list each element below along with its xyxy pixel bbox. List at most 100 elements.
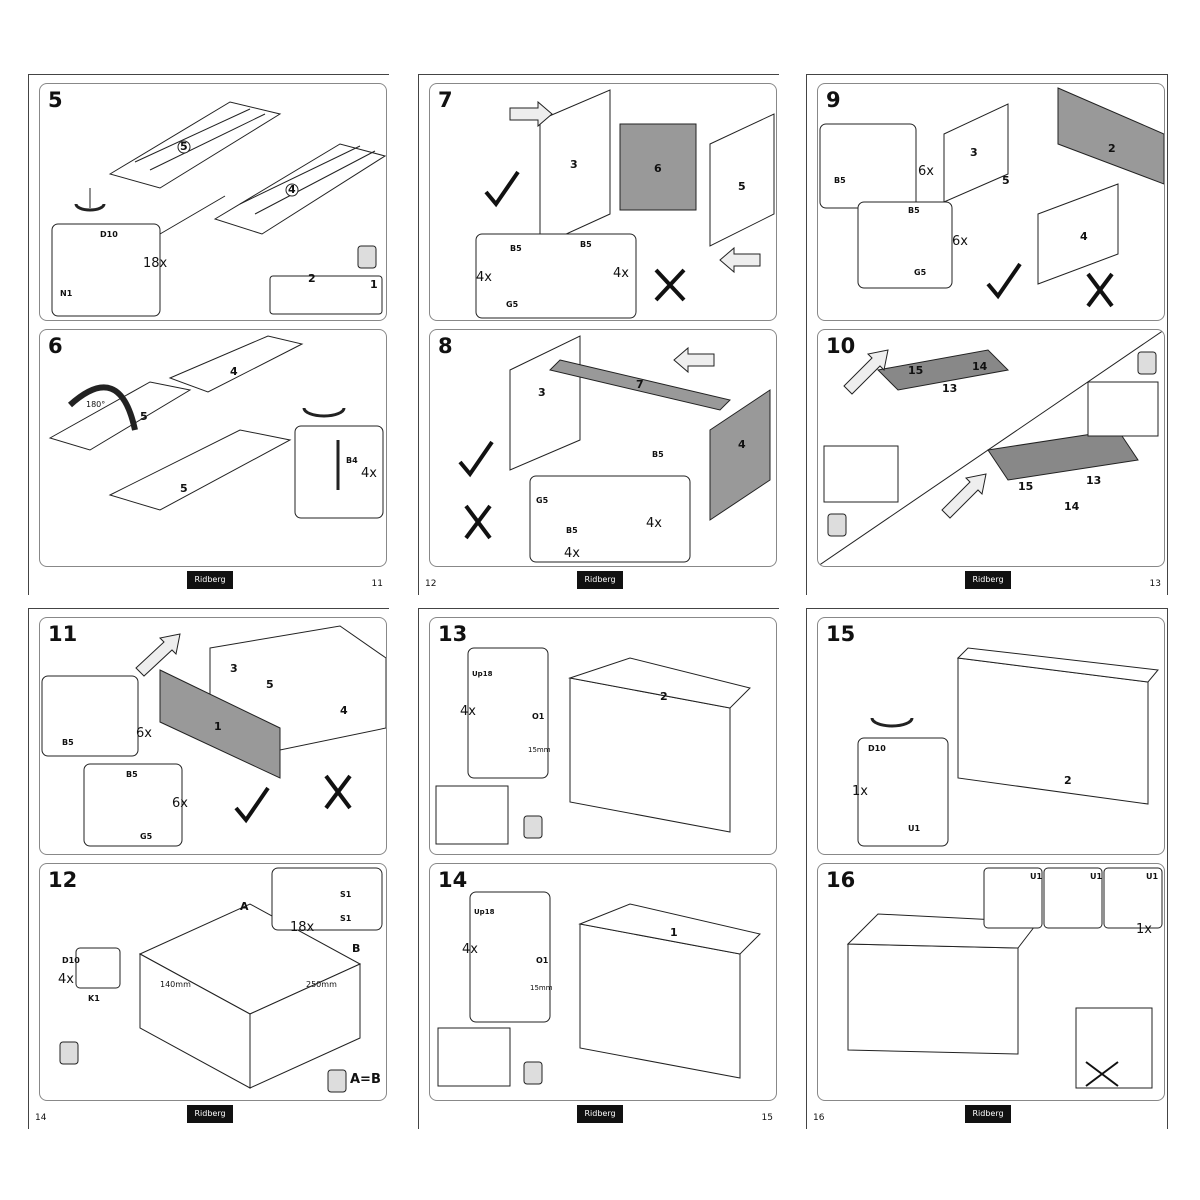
part-label: 5 bbox=[140, 410, 148, 423]
step-number: 6 bbox=[48, 334, 63, 358]
brand-logo: Ridberg bbox=[187, 1105, 233, 1123]
hardware-label: B5 bbox=[834, 176, 846, 185]
step-6-illustration bbox=[48, 335, 384, 519]
hardware-label: B5 bbox=[62, 738, 74, 747]
step-7-panel: 7 3 6 5 B5 G5 B5 4x 4x bbox=[429, 83, 777, 321]
dimension-label: 15mm bbox=[528, 746, 551, 754]
brand-logo: Ridberg bbox=[965, 1105, 1011, 1123]
quantity-label: 4x bbox=[460, 704, 476, 719]
step-15-illustration bbox=[857, 647, 1159, 847]
dimension-label: 15mm bbox=[530, 984, 553, 992]
note-label: A=B bbox=[350, 1072, 381, 1087]
part-label: 5 bbox=[738, 180, 746, 193]
step-15-panel: 15 2 D10 U1 1x bbox=[817, 617, 1165, 855]
hardware-label: B5 bbox=[580, 240, 592, 249]
quantity-label: 6x bbox=[136, 726, 152, 741]
part-label: O1 bbox=[532, 712, 545, 721]
quantity-label: 4x bbox=[564, 546, 580, 561]
hardware-label: U1 bbox=[1146, 872, 1159, 881]
step-8-illustration bbox=[458, 335, 771, 563]
step-11-panel: 11 3 5 4 1 B5 B5 G5 6x 6x bbox=[39, 617, 387, 855]
page-number: 15 bbox=[761, 1113, 773, 1123]
step-number: 13 bbox=[438, 622, 468, 646]
quantity-label: 18x bbox=[290, 920, 315, 935]
hardware-label: G5 bbox=[506, 300, 519, 309]
step-number: 8 bbox=[438, 334, 453, 358]
manual-page-16: 15 2 D10 U1 1x 16 U1 U1 U1 1x Ridberg 16 bbox=[806, 608, 1168, 1129]
step-number: 15 bbox=[826, 622, 856, 646]
part-label: 4 bbox=[230, 365, 238, 378]
brand-logo: Ridberg bbox=[577, 571, 623, 589]
quantity-label: 1x bbox=[852, 784, 868, 799]
step-14-illustration bbox=[437, 891, 761, 1087]
hardware-label: D10 bbox=[868, 744, 886, 753]
quantity-label: 4x bbox=[476, 270, 492, 285]
part-label: 2 bbox=[660, 690, 668, 703]
manual-page-14: 11 3 5 4 1 B5 B5 G5 6x 6x 12 D10 K1 S1 S… bbox=[28, 608, 389, 1129]
step-10-panel: 10 15 14 13 13 15 14 bbox=[817, 329, 1165, 567]
part-label: 3 bbox=[970, 146, 978, 159]
quantity-label: 1x bbox=[1136, 922, 1152, 937]
hardware-label: G5 bbox=[914, 268, 927, 277]
step-9-panel: 9 2 3 5 4 B5 B5 G5 6x 6x bbox=[817, 83, 1165, 321]
hardware-label: G5 bbox=[536, 496, 549, 505]
hardware-label: B5 bbox=[908, 206, 920, 215]
step-number: 10 bbox=[826, 334, 856, 358]
hardware-label: D10 bbox=[62, 956, 80, 965]
part-label: 7 bbox=[636, 378, 644, 391]
step-13-panel: 13 2 O1 Up18 4x 15mm bbox=[429, 617, 777, 855]
quantity-label: 4x bbox=[361, 466, 377, 481]
part-label: 5 bbox=[180, 482, 188, 495]
hardware-label: U1 bbox=[908, 824, 921, 833]
part-label: 4 bbox=[288, 183, 296, 196]
hardware-label: K1 bbox=[88, 994, 100, 1003]
part-label: 2 bbox=[1064, 774, 1072, 787]
manual-page-15: 13 2 O1 Up18 4x 15mm 14 1 O1 Up18 4x 15m… bbox=[418, 608, 779, 1129]
page-number: 16 bbox=[813, 1113, 825, 1123]
part-label: 1 bbox=[214, 720, 222, 733]
page-number: 11 bbox=[371, 579, 383, 589]
rotation-label: 180° bbox=[86, 400, 106, 409]
step-number: 7 bbox=[438, 88, 453, 112]
hardware-label: S1 bbox=[340, 914, 352, 923]
quantity-label: 4x bbox=[58, 972, 74, 987]
part-label: 14 bbox=[972, 360, 988, 373]
part-label: 13 bbox=[1086, 474, 1102, 487]
hardware-label: Up18 bbox=[472, 670, 493, 678]
hardware-label: B5 bbox=[510, 244, 522, 253]
point-label: B bbox=[352, 942, 361, 955]
step-7-illustration bbox=[475, 89, 775, 319]
step-11-illustration bbox=[41, 625, 386, 847]
hardware-label: U1 bbox=[1090, 872, 1103, 881]
step-5-panel: 5 5 4 D10 N1 18x 2 1 bbox=[39, 83, 387, 321]
part-label: 15 bbox=[1018, 480, 1034, 493]
quantity-label: 18x bbox=[143, 256, 168, 271]
part-label: 3 bbox=[230, 662, 238, 675]
callout-label: 2 bbox=[308, 272, 316, 285]
step-12-illustration bbox=[59, 867, 383, 1093]
part-label: 3 bbox=[570, 158, 578, 171]
dimension-label: 250mm bbox=[306, 980, 337, 989]
quantity-label: 6x bbox=[918, 164, 934, 179]
step-14-panel: 14 1 O1 Up18 4x 15mm bbox=[429, 863, 777, 1101]
hardware-label: G5 bbox=[140, 832, 153, 841]
hardware-label: B5 bbox=[566, 526, 578, 535]
manual-page-11: 5 5 4 D10 N1 18x 2 1 6 180° 5 4 5 B4 4x … bbox=[28, 74, 389, 595]
quantity-label: 4x bbox=[646, 516, 662, 531]
callout-label: 1 bbox=[370, 278, 378, 291]
step-10-illustration bbox=[818, 330, 1164, 566]
brand-logo: Ridberg bbox=[577, 1105, 623, 1123]
part-label: O1 bbox=[536, 956, 549, 965]
step-13-illustration bbox=[435, 647, 751, 845]
part-label: 4 bbox=[738, 438, 746, 451]
hardware-label: B5 bbox=[126, 770, 138, 779]
step-number: 11 bbox=[48, 622, 78, 646]
quantity-label: 4x bbox=[613, 266, 629, 281]
part-label: 4 bbox=[1080, 230, 1088, 243]
part-label: 2 bbox=[1108, 142, 1116, 155]
page-number: 12 bbox=[425, 579, 437, 589]
part-label: 14 bbox=[1064, 500, 1080, 513]
brand-logo: Ridberg bbox=[187, 571, 233, 589]
step-16-illustration bbox=[846, 867, 1163, 1089]
step-9-illustration bbox=[819, 87, 1164, 308]
